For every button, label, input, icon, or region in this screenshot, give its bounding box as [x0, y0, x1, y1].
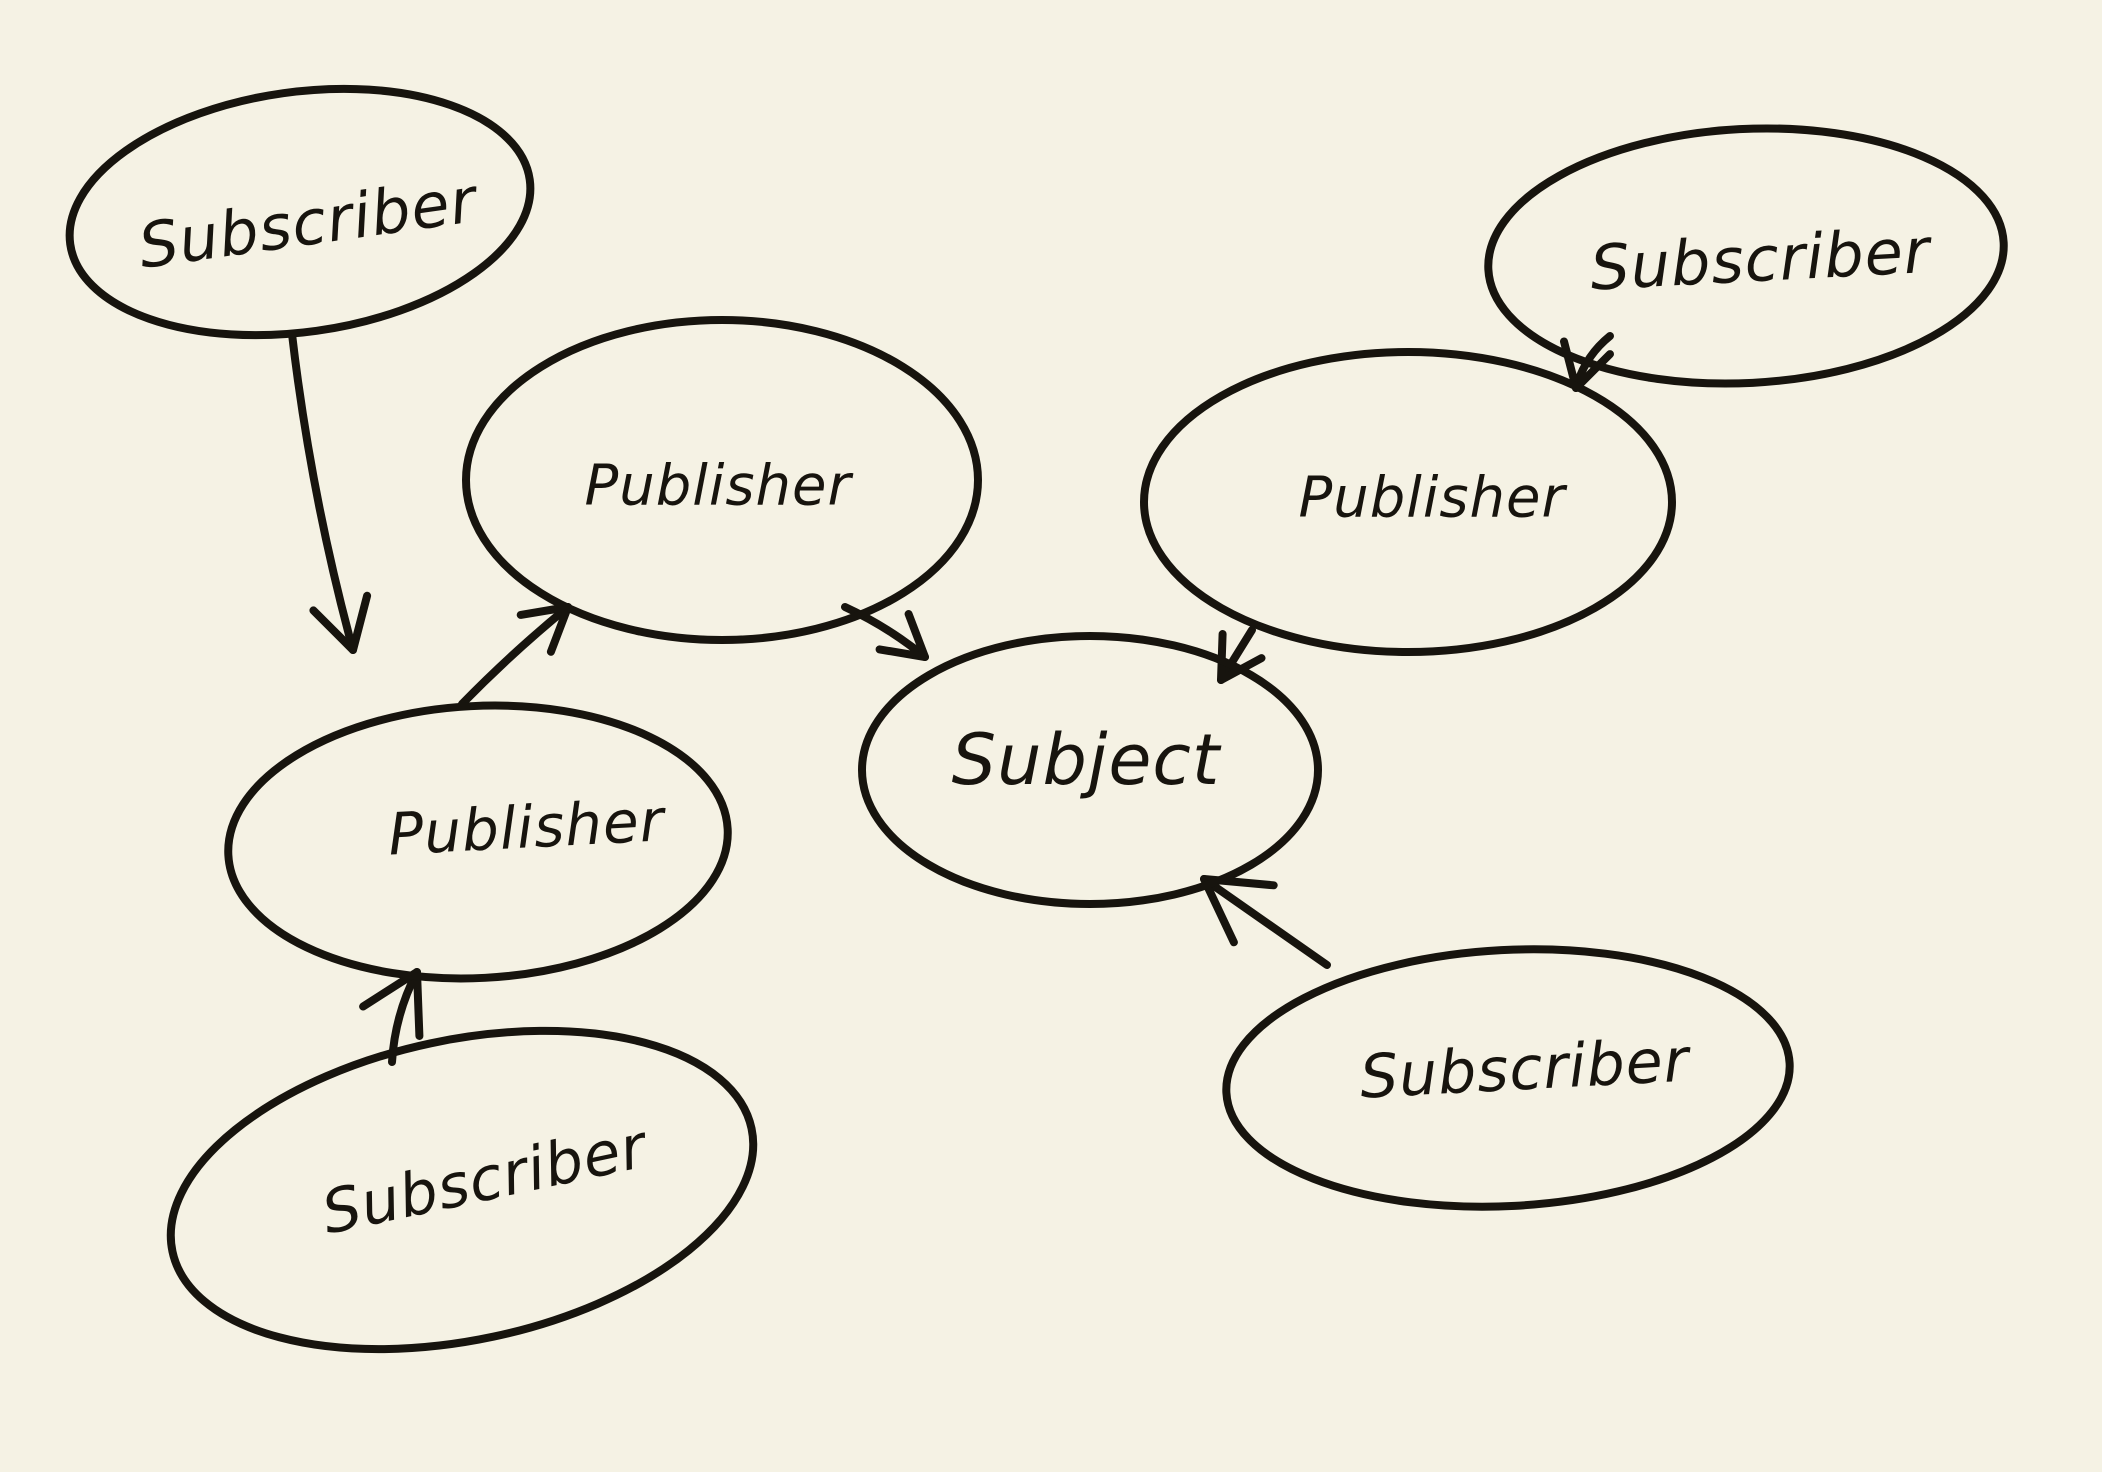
node-subscriber-bottom-right: Subscriber [1222, 945, 1794, 1211]
edge-publisher-top-to-subject [841, 603, 929, 661]
node-ellipse-subject [858, 632, 1322, 908]
node-ellipse-subscriber-top-right [1484, 124, 2008, 388]
node-subscriber-bottom-left: Subscriber [166, 1026, 758, 1354]
node-subject: Subject [858, 632, 1322, 908]
node-label-publisher-right: Publisher [1298, 466, 1567, 531]
arrow-head [1217, 630, 1266, 684]
arrow-shaft [288, 330, 357, 654]
node-ellipse-publisher-left [224, 701, 732, 983]
node-label-publisher-left: Publisher [387, 786, 669, 868]
arrow-head [359, 968, 424, 1040]
node-ellipse-publisher-right [1140, 348, 1676, 656]
node-label-subscriber-bottom-right: Subscriber [1358, 1025, 1693, 1112]
node-ellipse-subscriber-top-left [65, 84, 535, 340]
node-ellipse-subscriber-bottom-right [1222, 945, 1794, 1211]
node-publisher-right: Publisher [1140, 348, 1676, 656]
edge-publisher-left-to-publisher-top [458, 603, 572, 708]
arrow-shaft [1200, 875, 1331, 969]
node-publisher-left: Publisher [224, 701, 732, 983]
node-label-publisher-top: Publisher [584, 454, 853, 519]
node-publisher-top: Publisher [462, 316, 982, 644]
node-ellipse-publisher-top [462, 316, 982, 644]
node-ellipse-subscriber-bottom-left [166, 1026, 758, 1354]
edge-subscriber-bottom-right-to-subject [1200, 875, 1331, 969]
edges-layer [288, 330, 1614, 1066]
edge-publisher-right-to-subject [1217, 626, 1266, 684]
arrow-head [875, 610, 929, 661]
node-label-subscriber-top-left: Subscriber [134, 163, 483, 283]
arrow-shaft [458, 603, 572, 708]
arrow-shaft [841, 603, 929, 661]
edge-subscriber-top-left-to-publisher-left [288, 330, 372, 654]
nodes-layer: SubscriberPublisherSubscriberPublisherSu… [65, 84, 2008, 1354]
node-label-subscriber-top-right: Subscriber [1588, 214, 1934, 305]
arrow-head [309, 591, 372, 654]
node-subscriber-top-left: Subscriber [65, 84, 535, 340]
node-subscriber-top-right: Subscriber [1484, 124, 2008, 388]
node-label-subject: Subject [952, 719, 1222, 801]
arrow-head [1200, 875, 1278, 947]
node-label-subscriber-bottom-left: Subscriber [316, 1111, 655, 1248]
